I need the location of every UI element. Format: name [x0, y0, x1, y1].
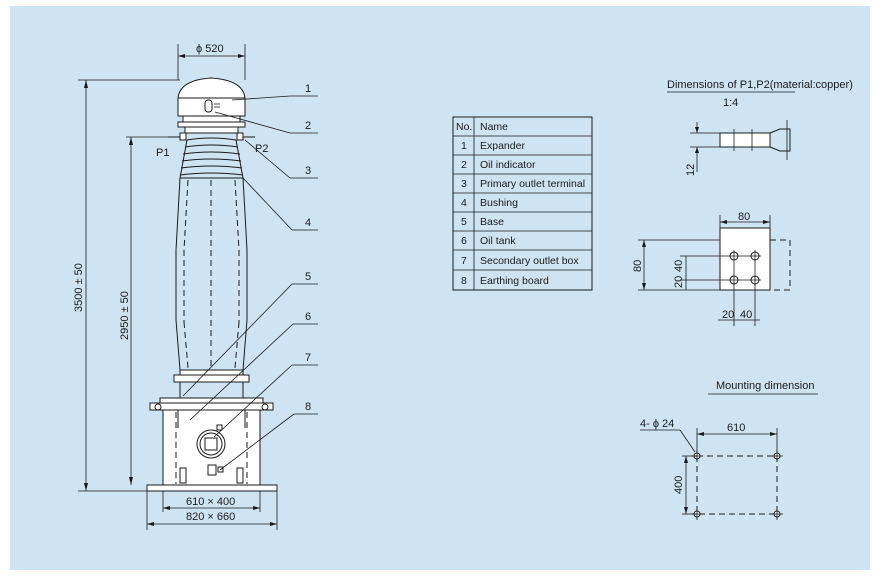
- table-row-name: Oil tank: [480, 235, 516, 247]
- table-header-name: Name: [480, 121, 508, 133]
- table-row-name: Expander: [480, 140, 525, 152]
- table-row-no: 6: [461, 235, 467, 247]
- p2-label: P2: [255, 143, 268, 155]
- base-outer-dim: 820 × 660: [186, 511, 235, 523]
- callout-1: 1: [305, 83, 311, 95]
- table-row-name: Earthing board: [480, 275, 549, 287]
- table-row-no: 4: [461, 197, 467, 209]
- callout-7: 7: [305, 352, 311, 364]
- callout-2: 2: [305, 120, 311, 132]
- table-row-name: Oil indicator: [480, 159, 536, 171]
- table-row-no: 5: [461, 216, 467, 228]
- holes-label: 4- ϕ 24: [640, 418, 674, 430]
- thickness-dim: 12: [685, 164, 697, 176]
- table-row-no: 7: [461, 255, 467, 267]
- mounting-detail: Mounting dimension 4- ϕ 24 610 400: [640, 380, 818, 520]
- terminal-detail: Dimensions of P1,P2(material:copper) 1:4…: [632, 79, 853, 326]
- callout-4: 4: [305, 217, 311, 229]
- v20-dim: 20: [673, 276, 685, 288]
- table-row-no: 3: [461, 178, 467, 190]
- mounting-title: Mounting dimension: [716, 380, 814, 392]
- p1-label: P1: [156, 147, 169, 159]
- transformer-elevation: ϕ 520 P1 P2: [73, 43, 318, 530]
- total-height-dim: 3500 ± 50: [73, 263, 85, 312]
- table-header-no: No.: [456, 121, 472, 133]
- mounting-height: 400: [673, 476, 685, 494]
- body-height-dim: 2950 ± 50: [119, 291, 131, 340]
- height-side-dim: 80: [632, 260, 644, 272]
- v40-dim: 40: [673, 260, 685, 272]
- table-row-no: 1: [461, 140, 467, 152]
- terminal-detail-scale: 1:4: [723, 97, 738, 109]
- table-row-name: Secondary outlet box: [480, 255, 579, 267]
- table-row-name: Base: [480, 216, 504, 228]
- table-row-name: Primary outlet terminal: [480, 178, 585, 190]
- table-row-name: Bushing: [480, 197, 518, 209]
- width-top-dim: 80: [738, 211, 750, 223]
- callout-5: 5: [305, 271, 311, 283]
- table-row-no: 8: [461, 275, 467, 287]
- mounting-width: 610: [727, 422, 745, 434]
- h40-dim: 40: [740, 309, 752, 321]
- table-row-no: 2: [461, 159, 467, 171]
- callout-6: 6: [305, 311, 311, 323]
- callout-8: 8: [305, 401, 311, 413]
- top-diameter-label: ϕ 520: [196, 43, 224, 55]
- callout-3: 3: [305, 165, 311, 177]
- parts-table: No. Name 1 Expander 2 Oil indicator 3 Pr…: [452, 116, 593, 291]
- base-inner-dim: 610 × 400: [186, 496, 235, 508]
- h20-dim: 20: [722, 309, 734, 321]
- terminal-detail-title: Dimensions of P1,P2(material:copper): [667, 79, 853, 91]
